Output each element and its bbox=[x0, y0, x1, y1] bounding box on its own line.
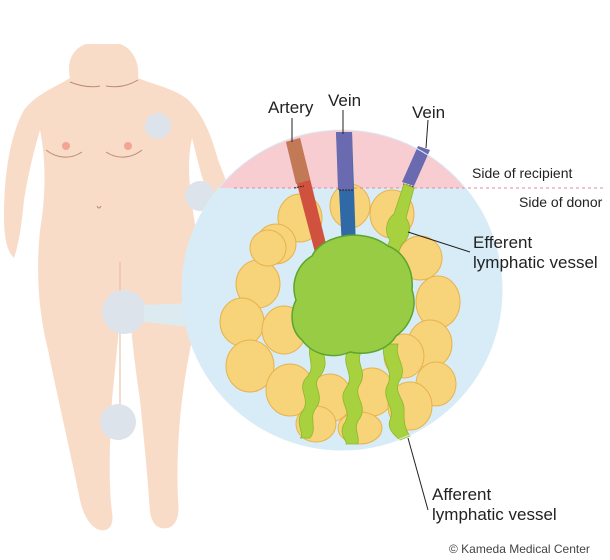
vessels bbox=[286, 132, 430, 264]
body-silhouette bbox=[4, 44, 260, 531]
body-outline bbox=[4, 44, 238, 531]
spot-shoulder bbox=[145, 113, 171, 139]
afferent-vessel-3 bbox=[382, 343, 411, 441]
text-labels: Artery Vein Vein Side of recipient Side … bbox=[268, 91, 603, 556]
magnifier-rim bbox=[181, 129, 503, 451]
side-donor-label: Side of donor bbox=[519, 194, 603, 210]
fat-lobule bbox=[415, 275, 461, 329]
afferent-vessel-1 bbox=[298, 339, 327, 439]
afferent-leader bbox=[407, 437, 429, 511]
suture-artery bbox=[293, 185, 305, 189]
artery-vessel-top bbox=[286, 138, 310, 184]
nipple-left bbox=[62, 142, 70, 150]
fat-lobule bbox=[219, 297, 265, 347]
vein-left-vessel-top bbox=[336, 132, 353, 190]
efferent-label-line2: lymphatic vessel bbox=[473, 253, 598, 272]
nipple-right bbox=[124, 142, 132, 150]
afferent-lymph-vessels bbox=[298, 339, 411, 445]
chest-line-left bbox=[45, 149, 83, 158]
side-recipient-label: Side of recipient bbox=[472, 165, 573, 181]
vein-right-vessel bbox=[402, 146, 430, 186]
fat-lobule bbox=[249, 229, 287, 267]
artery-label: Artery bbox=[268, 98, 314, 117]
neck-line-left bbox=[69, 81, 101, 88]
fat-lobule bbox=[225, 339, 275, 393]
navel bbox=[96, 205, 102, 209]
copyright-credit: © Kameda Medical Center bbox=[449, 542, 590, 556]
neck-line-right bbox=[105, 79, 139, 88]
efferent-leader bbox=[407, 231, 471, 253]
lymph-node bbox=[291, 234, 415, 357]
spot-knee bbox=[100, 404, 136, 440]
leader-lines bbox=[291, 110, 471, 511]
vein-left-label: Vein bbox=[328, 91, 361, 110]
spot-thigh bbox=[102, 290, 146, 334]
vein-right-leader bbox=[425, 119, 429, 149]
afferent-vessel-2 bbox=[341, 349, 363, 445]
efferent-label-line1: Efferent bbox=[473, 233, 533, 252]
afferent-label-line2: lymphatic vessel bbox=[432, 505, 557, 524]
vein-right-label: Vein bbox=[412, 103, 445, 122]
afferent-label-line1: Afferent bbox=[432, 485, 492, 504]
chest-line-right bbox=[105, 149, 143, 158]
